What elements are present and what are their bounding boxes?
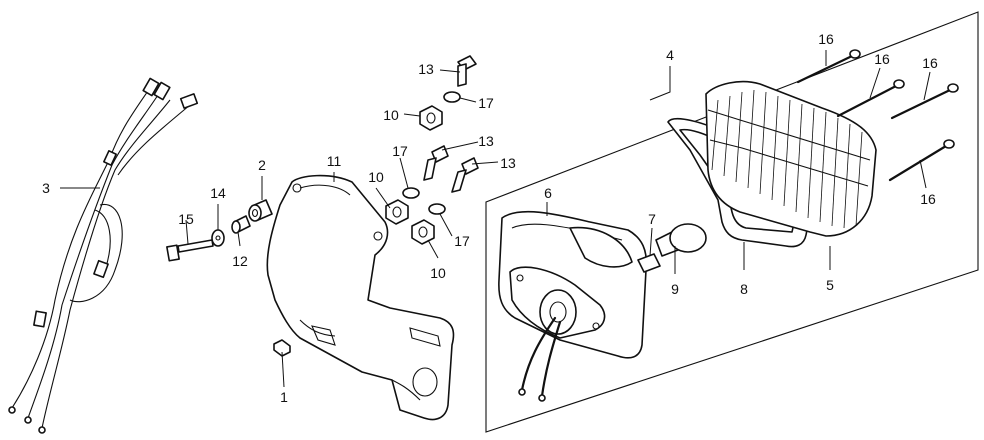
screw-13-mid-right	[451, 157, 479, 193]
bulb-9	[655, 223, 707, 257]
nut-10-top	[419, 105, 443, 131]
callout-15: 15	[178, 211, 194, 227]
grommet-2	[248, 199, 273, 222]
callout-10-top: 10	[383, 107, 399, 123]
callout-6: 6	[544, 185, 552, 201]
washer-17-top	[443, 91, 461, 103]
callout-17-top: 17	[478, 95, 494, 111]
lamp-wires	[518, 316, 562, 402]
spacer-12	[231, 215, 251, 234]
callout-3: 3	[42, 180, 50, 196]
leader-lines	[60, 50, 931, 388]
callout-16-b: 16	[874, 51, 890, 67]
callout-10-mid: 10	[368, 169, 384, 185]
callout-labels: 1 2 3 4 5 6 7 8 9 10 10 10 11 12 13 13 1…	[42, 31, 938, 405]
callout-8: 8	[740, 281, 748, 297]
lamp-base-6	[498, 210, 648, 359]
washer-17-mid-left	[402, 187, 420, 199]
callout-7: 7	[648, 211, 656, 227]
screw-13-mid-left	[423, 145, 449, 181]
callout-12: 12	[232, 253, 248, 269]
callout-4: 4	[666, 47, 674, 63]
callout-16-a: 16	[818, 31, 834, 47]
callout-14: 14	[210, 185, 226, 201]
callout-5: 5	[826, 277, 834, 293]
nut-10-low	[411, 219, 435, 245]
callout-9: 9	[671, 281, 679, 297]
screw-16-c	[890, 83, 959, 120]
callout-11: 11	[327, 153, 342, 169]
screw-16-b	[836, 79, 905, 118]
nut-10-mid	[385, 199, 409, 225]
screw-13-top	[457, 55, 477, 87]
screw-16-a	[796, 49, 861, 84]
wire-harness	[8, 77, 199, 434]
callout-17-mid: 17	[392, 143, 408, 159]
lens-5	[705, 80, 877, 237]
terminal-7	[637, 253, 661, 273]
bracket-11	[266, 174, 455, 421]
callout-10-low: 10	[430, 265, 446, 281]
callout-13-right: 13	[500, 155, 516, 171]
callout-16-c: 16	[922, 55, 938, 71]
callout-2: 2	[258, 157, 266, 173]
callout-13-top: 13	[418, 61, 434, 77]
nut-1	[273, 339, 291, 357]
callout-17-low: 17	[454, 233, 470, 249]
washer-17-mid-right	[428, 203, 446, 215]
callout-13-mid: 13	[478, 133, 494, 149]
screw-16-d	[888, 139, 955, 182]
callout-1: 1	[280, 389, 288, 405]
washer-14	[211, 229, 225, 247]
bolt-15	[166, 239, 214, 262]
callout-16-d: 16	[920, 191, 936, 207]
